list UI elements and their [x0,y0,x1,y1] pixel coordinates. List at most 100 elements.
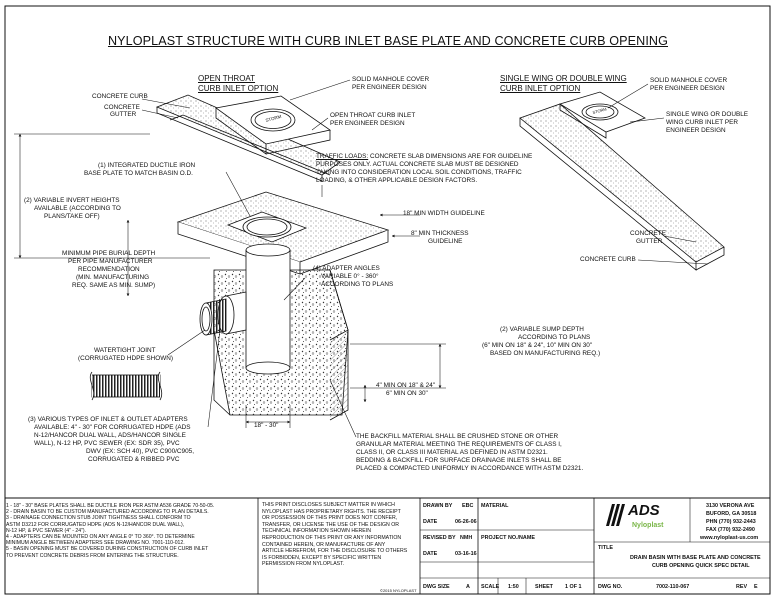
adapters-callout-6: CORRUGATED & RIBBED PVC [88,456,180,463]
dwg-no-label: DWG NO. [598,584,623,590]
left-concrete-gutter-label-2: GUTTER [110,111,137,118]
drawing-title: NYLOPLAST STRUCTURE WITH CURB INLET BASE… [107,34,669,48]
right-curb-inlet-view [519,91,725,271]
disclaimer-line: NYLOPLAST HAS PROPRIETARY RIGHTS. THE RE… [262,508,401,515]
note-line: 2 - DRAIN BASIN TO BE CUSTOM MANUFACTURE… [6,509,209,516]
traffic-loads-line-1: CONCRETE SLAB DIMENSIONS ARE FOR GUIDELI… [369,153,533,160]
traffic-loads-line-4: LOADING, & OTHER APPLICABLE DESIGN FACTO… [316,177,478,184]
sheet-label: SHEET [535,584,553,590]
traffic-loads-heading: TRAFFIC LOADS: [316,153,369,160]
sump-depth-callout-4: BASED ON MANUFACTURING REQ.) [490,350,601,357]
disclaimer-line: CONTAINED HEREIN, OR MANUFACTURE OF ANY [262,541,386,548]
title-line-2: CURB OPENING QUICK SPEC DETAIL [652,563,750,569]
adapters-callout-5: DWV (EX: SCH 40), PVC C900/C905, [86,448,194,455]
right-curb-label: CONCRETE CURB [580,256,636,263]
rev-value: E [754,584,758,590]
title-label: TITLE [598,545,613,551]
date-label: DATE [423,519,438,525]
base-min-callout-2: 6" MIN ON 30" [386,390,428,397]
sump-depth-callout-2: ACCORDING TO PLANS [518,334,591,341]
drawn-by-value: EBC [462,503,474,509]
watertight-joint-pipe [89,371,163,401]
ads-logo-icon [606,504,625,526]
drain-basin [199,243,349,421]
open-throat-label-2: PER ENGINEER DESIGN [330,120,405,127]
dimension-lines [5,79,770,594]
note-line: N-12 HP, & PVC SEWER (4" - 24"). [6,527,86,534]
backfill-note-2: GRANULAR MATERIAL MEETING THE REQUIREMEN… [356,441,562,448]
right-gutter-label-2: GUTTER [636,238,663,245]
adapters-callout-2: AVAILABLE: 4" - 30" FOR CORRUGATED HDPE … [34,424,191,431]
burial-depth-callout-2: PER PIPE MANUFACTURER [68,258,153,265]
backfill-note-3: CLASS II, OR CLASS III MATERIAL AS DEFIN… [356,449,548,456]
sump-depth-callout-3: (6" MIN ON 18" & 24", 10" MIN ON 30" [482,342,593,349]
left-manhole-label-1: SOLID MANHOLE COVER [352,76,430,83]
right-view-heading-1: SINGLE WING OR DOUBLE WING [500,74,627,83]
wing-label-3: ENGINEER DESIGN [666,127,726,134]
right-view-heading-2: CURB INLET OPTION [500,84,581,93]
left-manhole-label-2: PER ENGINEER DESIGN [352,84,427,91]
note-line: 1 - 18" - 30" BASE PLATES SHALL BE DUCTI… [6,503,215,509]
adapter-angles-callout-1: (4) ADAPTER ANGLES [313,265,380,272]
note-line: 5 - BASIN OPENING MUST BE COVERED DURING… [6,546,209,553]
diameter-dimension: 18" - 30" [254,422,279,429]
sump-depth-callout-1: (2) VARIABLE SUMP DEPTH [500,326,584,333]
right-manhole-label-1: SOLID MANHOLE COVER [650,77,728,84]
base-min-callout-1: 4" MIN ON 18" & 24" [376,382,436,389]
open-throat-label-1: OPEN THROAT CURB INLET [330,112,416,119]
base-plate-callout-2: BASE PLATE TO MATCH BASIN O.D. [84,170,193,177]
wing-label-2: WING CURB INLET PER [666,119,738,126]
adapter-angles-callout-3: ACCORDING TO PLANS [321,281,394,288]
disclaimer-line: OR POSSESSION OF THIS PRINT DOES NOT CON… [262,515,398,522]
phone: PHN (770) 932-2443 [706,519,756,525]
dwg-size-label: DWG SIZE [423,584,450,590]
date-value: 06-26-06 [455,519,477,525]
invert-height-callout-2: AVAILABLE (ACCORDING TO [34,205,121,212]
general-notes: 1 - 18" - 30" BASE PLATES SHALL BE DUCTI… [6,503,256,559]
fax: FAX (770) 932-2490 [706,527,755,533]
disclaimer-line: REPRODUCTION OF THIS PRINT OR ANY INFORM… [262,534,402,541]
left-concrete-curb-label: CONCRETE CURB [92,93,148,100]
copyright: ©2015 NYLOPLAST [380,588,417,593]
scale-label: SCALE [481,584,500,590]
invert-height-callout-3: PLANS/TAKE OFF) [44,213,100,220]
right-gutter-label-1: CONCRETE [630,230,666,237]
scale-value: 1:50 [508,584,519,590]
traffic-loads-note: TRAFFIC LOADS: CONCRETE SLAB DIMENSIONS … [316,153,532,161]
note-line: MINIMUM ANGLE BETWEEN ADAPTERS SEE DRAWI… [6,540,185,547]
disclaimer-line: TECHNICAL INFORMATION SHOWN HEREIN [262,528,371,535]
backfill-note-1: THE BACKFILL MATERIAL SHALL BE CRUSHED S… [356,433,559,440]
wing-label-1: SINGLE WING OR DOUBLE [666,111,749,118]
left-view-heading-2: CURB INLET OPTION [198,84,279,93]
invert-height-callout-1: (2) VARIABLE INVERT HEIGHTS [24,197,120,204]
right-manhole-label-2: PER ENGINEER DESIGN [650,85,725,92]
right-cover-label: STORM [592,106,607,115]
burial-depth-callout-5: REQ. SAME AS MIN. SUMP) [72,282,156,289]
ads-logo-text: ADS [628,502,660,519]
burial-depth-callout-1: MINIMUM PIPE BURIAL DEPTH [62,250,156,257]
revised-by-label: REVISED BY [423,535,456,541]
backfill-note-5: PLACED & COMPACTED UNIFORMLY IN ACCORDAN… [356,465,584,472]
rev-label: REV [736,584,748,590]
nyloplast-logo-text: Nyloplast [632,522,664,529]
disclaimer-line: PERMISSION FROM NYLOPLAST. [262,561,345,568]
note-line: 3 - DRAINAGE CONNECTION STUB JOINT TIGHT… [6,515,191,522]
sheet-value: 1 OF 1 [565,584,582,590]
backfill-note-4: BEDDING & BACKFILL FOR SURFACE DRAINAGE … [356,457,562,464]
watertight-joint-label-1: WATERTIGHT JOINT [94,347,156,354]
burial-depth-callout-4: (MIN. MANUFACTURING [76,274,150,281]
address-line-2: BUFORD, GA 30518 [706,511,757,517]
adapters-callout-4: WALL), N-12 HP, PVC SEWER (EX: SDR 35), … [34,440,180,447]
disclaimer-line: IS FORBIDDEN, EXCEPT BY SPECIFIC WRITTEN [262,554,382,561]
adapters-callout-3: N-12/HANCOR DUAL WALL, ADS/HANCOR SINGLE [34,432,186,439]
website-link[interactable]: www.nyloplast-us.com [700,535,759,541]
date2-value: 03-16-16 [455,551,477,557]
left-cover-label: STORM [265,114,282,123]
watertight-joint-label-2: (CORRUGATED HDPE SHOWN) [78,355,174,362]
disclaimer-line: ARTICLE HEREFROM, FOR THE DISCLOSURE TO … [262,548,408,555]
adapters-callout-1: (3) VARIOUS TYPES OF INLET & OUTLET ADAP… [28,416,188,423]
revised-by-value: NMH [460,535,473,541]
traffic-loads-line-2: PURPOSES ONLY. ACTUAL CONCRETE SLAB MUST… [316,161,519,168]
